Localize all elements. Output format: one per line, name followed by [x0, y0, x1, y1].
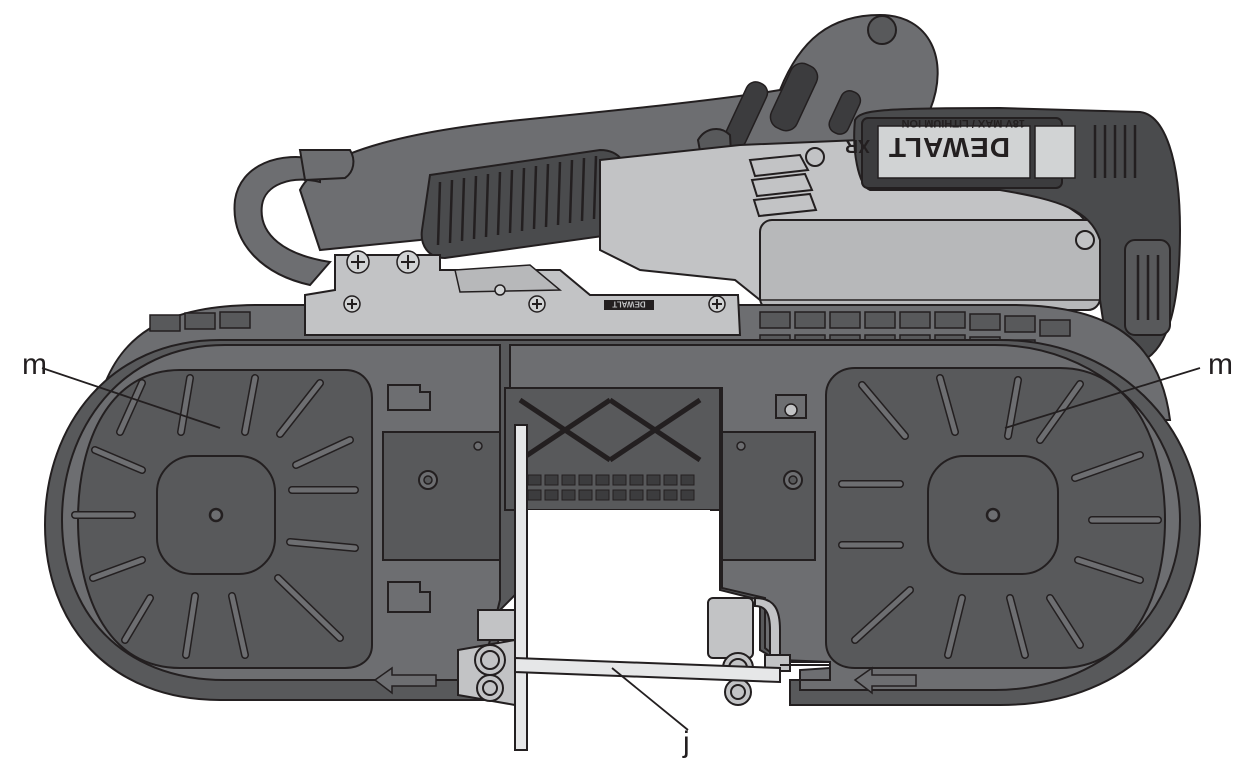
callout-label-m-left: m: [22, 348, 47, 381]
battery-ribs: [1093, 125, 1137, 178]
battery-pack: [853, 106, 1182, 368]
plate-brand-text: DEWALT: [612, 300, 645, 309]
leader-m-right: [1004, 367, 1201, 429]
center-panel-left: [382, 431, 501, 561]
battery-badge-text: XR: [845, 136, 870, 156]
direction-arrow-left: [373, 666, 437, 695]
throat-frame: [504, 387, 721, 660]
battery-rating-text: 18V MAX / LITHIUM ION: [901, 117, 1025, 129]
mounting-plate: DEWALT: [304, 250, 742, 336]
grip-ribs: [436, 155, 598, 246]
saw-blade: [514, 656, 781, 684]
leader-j: [611, 667, 689, 731]
housing-fins: [748, 153, 818, 218]
leader-lines: [41, 367, 1201, 731]
hang-hook: [233, 155, 332, 287]
callout-label-m-right: m: [1208, 348, 1233, 381]
grip-slots: [723, 62, 862, 149]
saw-body: [43, 339, 1202, 706]
center-panel-right: [721, 431, 816, 561]
blade-guide-left: [457, 424, 528, 751]
battery-brand-text: DEWALT: [888, 132, 1010, 163]
leader-m-left: [41, 367, 221, 429]
callout-label-j: j: [683, 726, 690, 759]
direction-arrow-right: [853, 666, 917, 695]
